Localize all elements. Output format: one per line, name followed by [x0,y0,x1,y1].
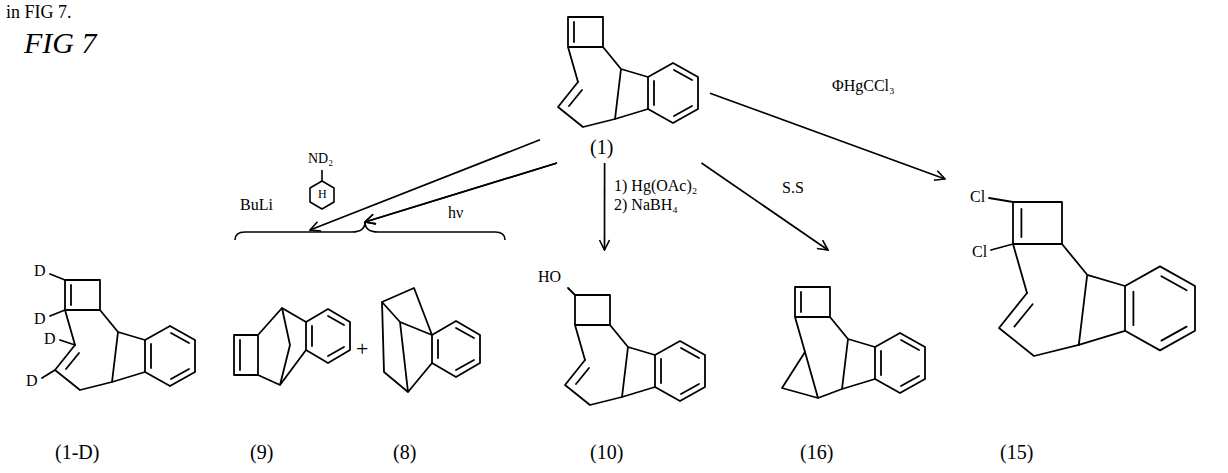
structure-8 [382,288,480,392]
caption-fragment: in FIG 7. [6,2,72,23]
compound-number: (1-D) [55,441,99,464]
structure-1 [558,17,698,127]
atom-label: HO [538,268,561,286]
compound-node: (10) [545,250,715,468]
reagent-label: hν [448,203,463,222]
ring-atom-label: H [318,188,327,202]
reagent-label: ΦHgCCl₃ [832,76,895,95]
compound-node: (15) [945,170,1220,468]
reaction-arrow [702,163,829,250]
atom-label: D [34,262,46,280]
cyclohexyl-ring [310,170,334,209]
compound-number: (16) [800,441,833,464]
hydroxyl-bond [568,288,575,295]
structure-1d [55,280,195,390]
reagent-label: ND₂ [308,151,333,167]
atom-label: D [44,330,56,348]
compound-number: (1) [590,136,613,159]
compound-number: (15) [1000,441,1033,464]
atom-label: Cl [970,188,985,206]
reaction-arrow [604,163,606,250]
structure-9 [234,308,350,385]
compound-node: (8) [365,222,505,468]
chloro-bonds [989,198,1013,250]
deuterium-bonds [42,274,75,378]
compound-number: (9) [250,441,273,464]
plus-sign: + [356,336,368,361]
atom-label: D [26,372,38,390]
compound-node: (9) [232,222,365,468]
compound-node: (16) [760,250,930,468]
reagent-label: 1) Hg(OAc)₂ 2) NaBH₄ [614,176,704,214]
reaction-arrow [365,163,557,222]
structure-16 [795,287,925,393]
compound-number: (10) [590,441,623,464]
reagent-label: BuLi [240,195,273,214]
figure-title: FIG 7 [24,26,96,61]
product-brace [235,222,505,240]
cyclopropane-ring [782,352,842,398]
atom-label: Cl [972,243,987,261]
structure-15 [999,202,1195,356]
reaction-arrow [710,93,945,179]
compound-number: (8) [393,441,416,464]
compound-node: (1-D) [25,230,325,468]
structure-10 [565,295,705,405]
reaction-arrow [310,140,540,230]
atom-label: D [34,310,46,328]
reagent-label: S.S [782,178,804,197]
compound-node: (1) [540,8,710,163]
reaction-arrow [365,163,557,222]
